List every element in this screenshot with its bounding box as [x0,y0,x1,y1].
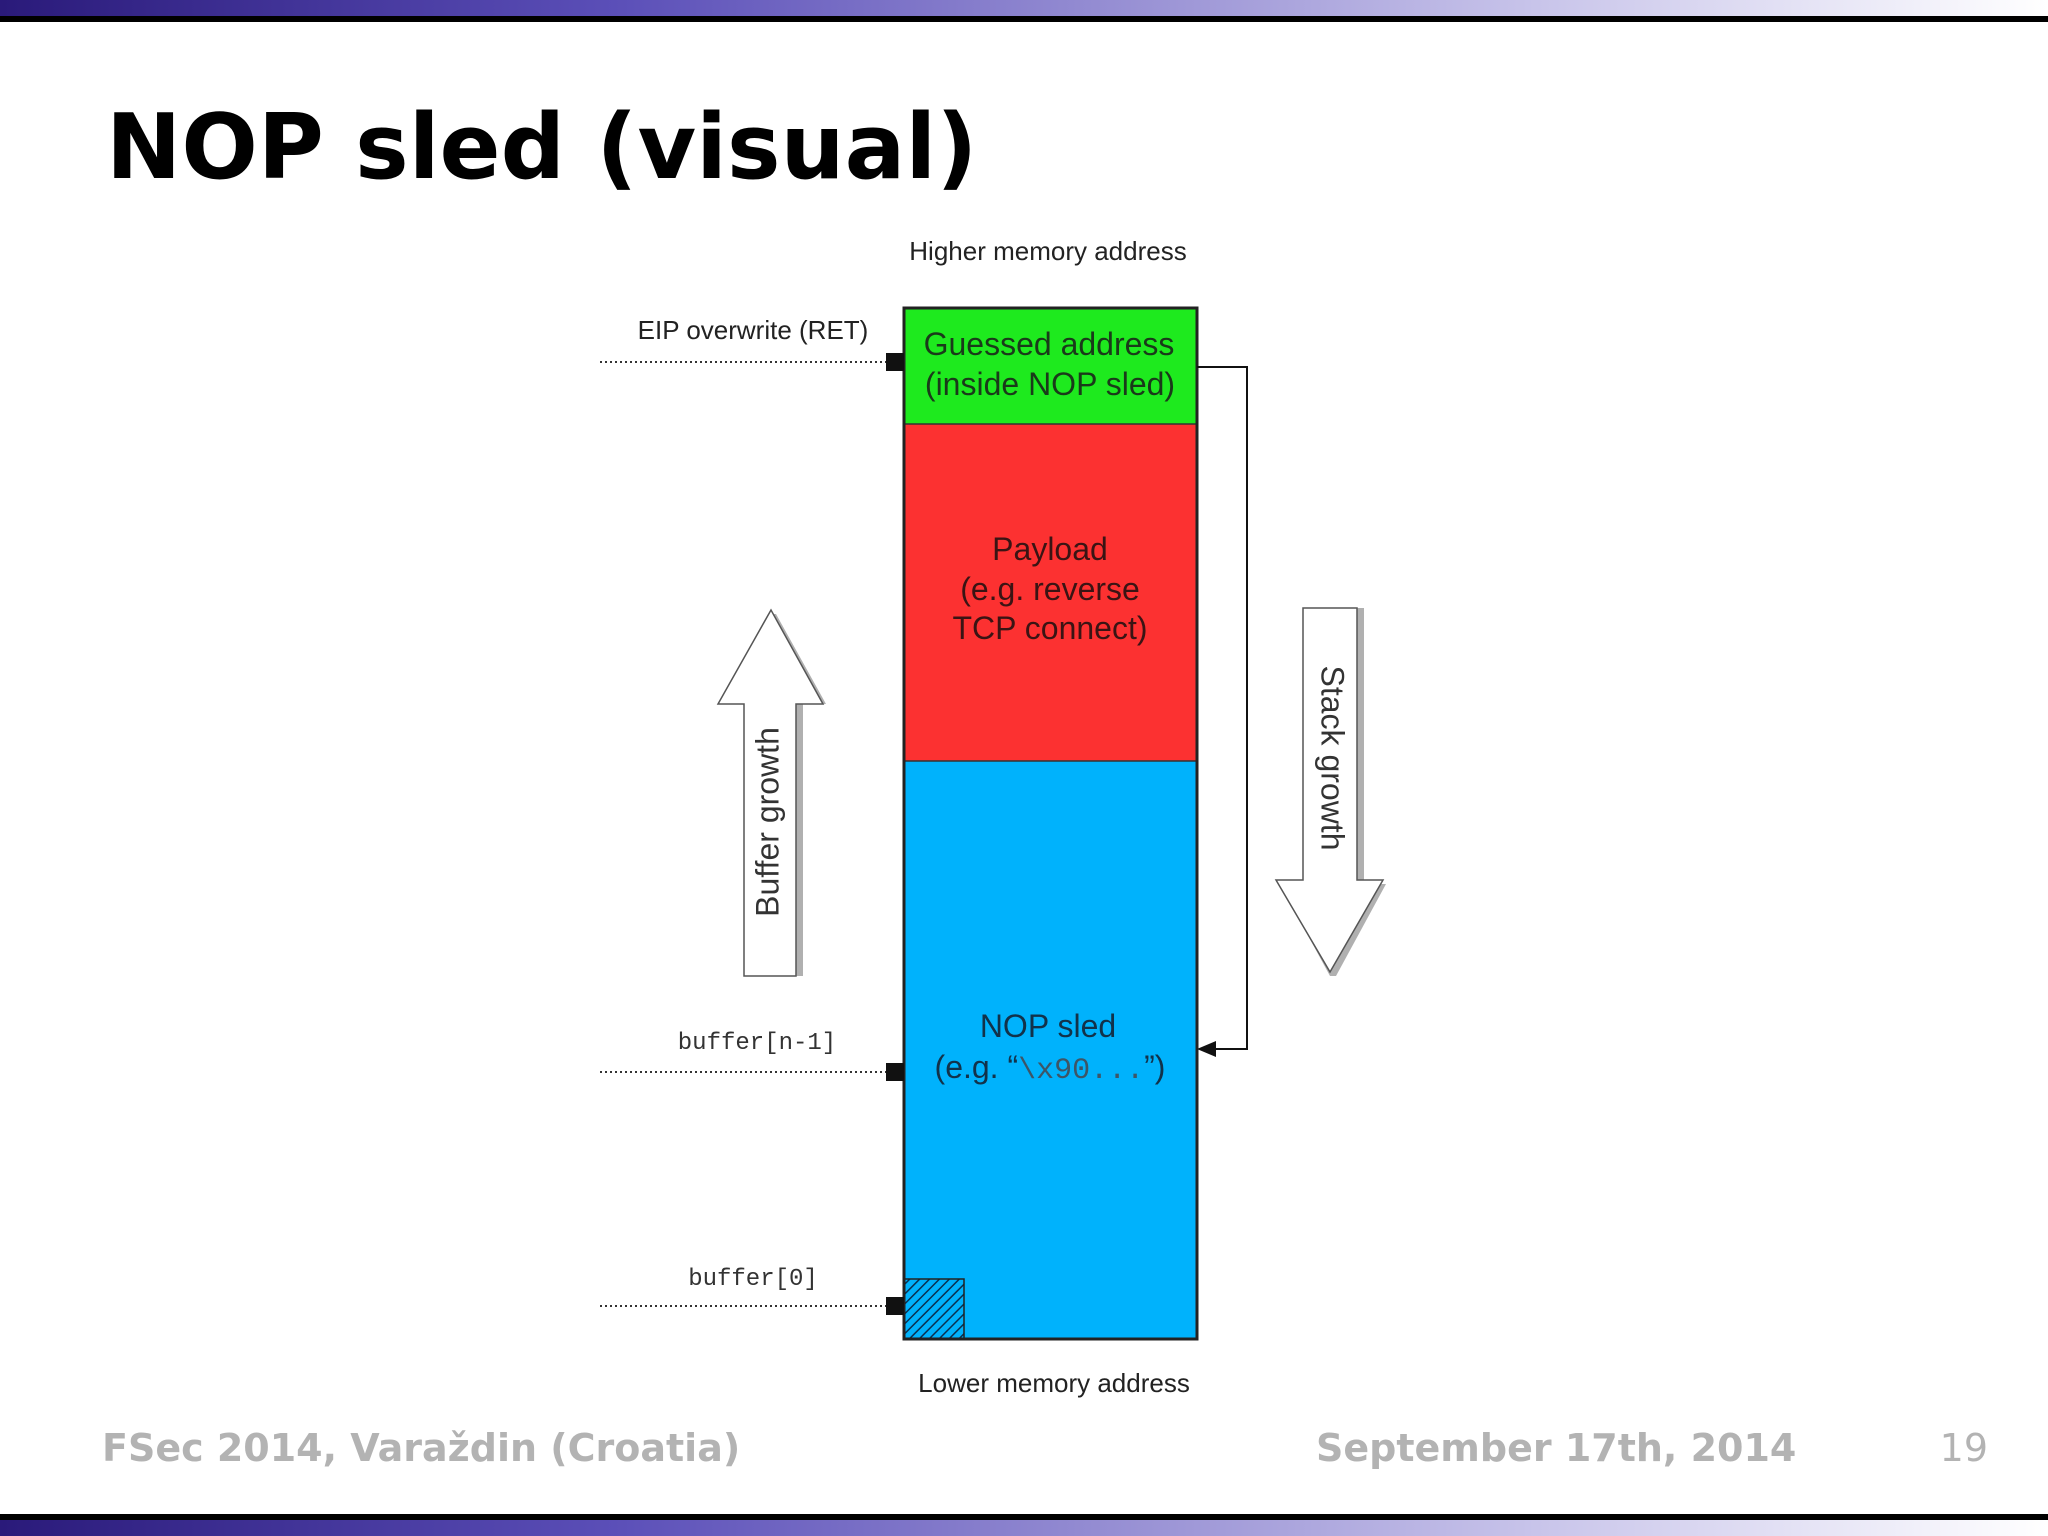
buffer-zero-cell [903,1278,965,1340]
payload-label: Payload [992,531,1108,567]
page-number: 19 [1939,1426,1988,1470]
buffer-growth-label: Buffer growth [749,727,785,917]
guessed-address-sublabel: (inside NOP sled) [925,366,1175,402]
lower-memory-label: Lower memory address [918,1368,1190,1398]
top-gradient-bar [0,0,2048,22]
footer-conference: FSec 2014, Varaždin (Croatia) [102,1426,741,1470]
slide-title: NOP sled (visual) [106,95,978,200]
stack-growth-label: Stack growth [1315,666,1351,851]
nop-sled-example: (e.g. “\x90...”) [935,1049,1166,1088]
guessed-address-label: Guessed address [924,326,1175,362]
payload-block [904,424,1197,761]
footer-date: September 17th, 2014 [1316,1426,1797,1470]
payload-sublabel-1: (e.g. reverse [960,571,1140,607]
guessed-address-block [904,308,1197,424]
buffer-n-minus-1-label: buffer[n-1] [678,1030,836,1057]
buffer-n-minus-1-marker [886,1063,904,1081]
ret-pointer-marker [886,353,904,371]
return-jump-arrowhead [1197,1041,1216,1057]
return-jump-connector [1197,366,1248,1050]
payload-sublabel-2: TCP connect) [952,610,1147,646]
nop-byte-code: \x90... [1018,1054,1144,1088]
eip-overwrite-label: EIP overwrite (RET) [638,315,869,345]
nop-sled-block [904,761,1197,1339]
bottom-gradient-bar [0,1514,2048,1536]
stack-frame-outline [902,306,1199,1341]
higher-memory-label: Higher memory address [909,236,1186,266]
buffer-zero-label: buffer[0] [688,1266,818,1293]
nop-sled-label: NOP sled [980,1008,1116,1044]
buffer-zero-marker [886,1297,904,1315]
